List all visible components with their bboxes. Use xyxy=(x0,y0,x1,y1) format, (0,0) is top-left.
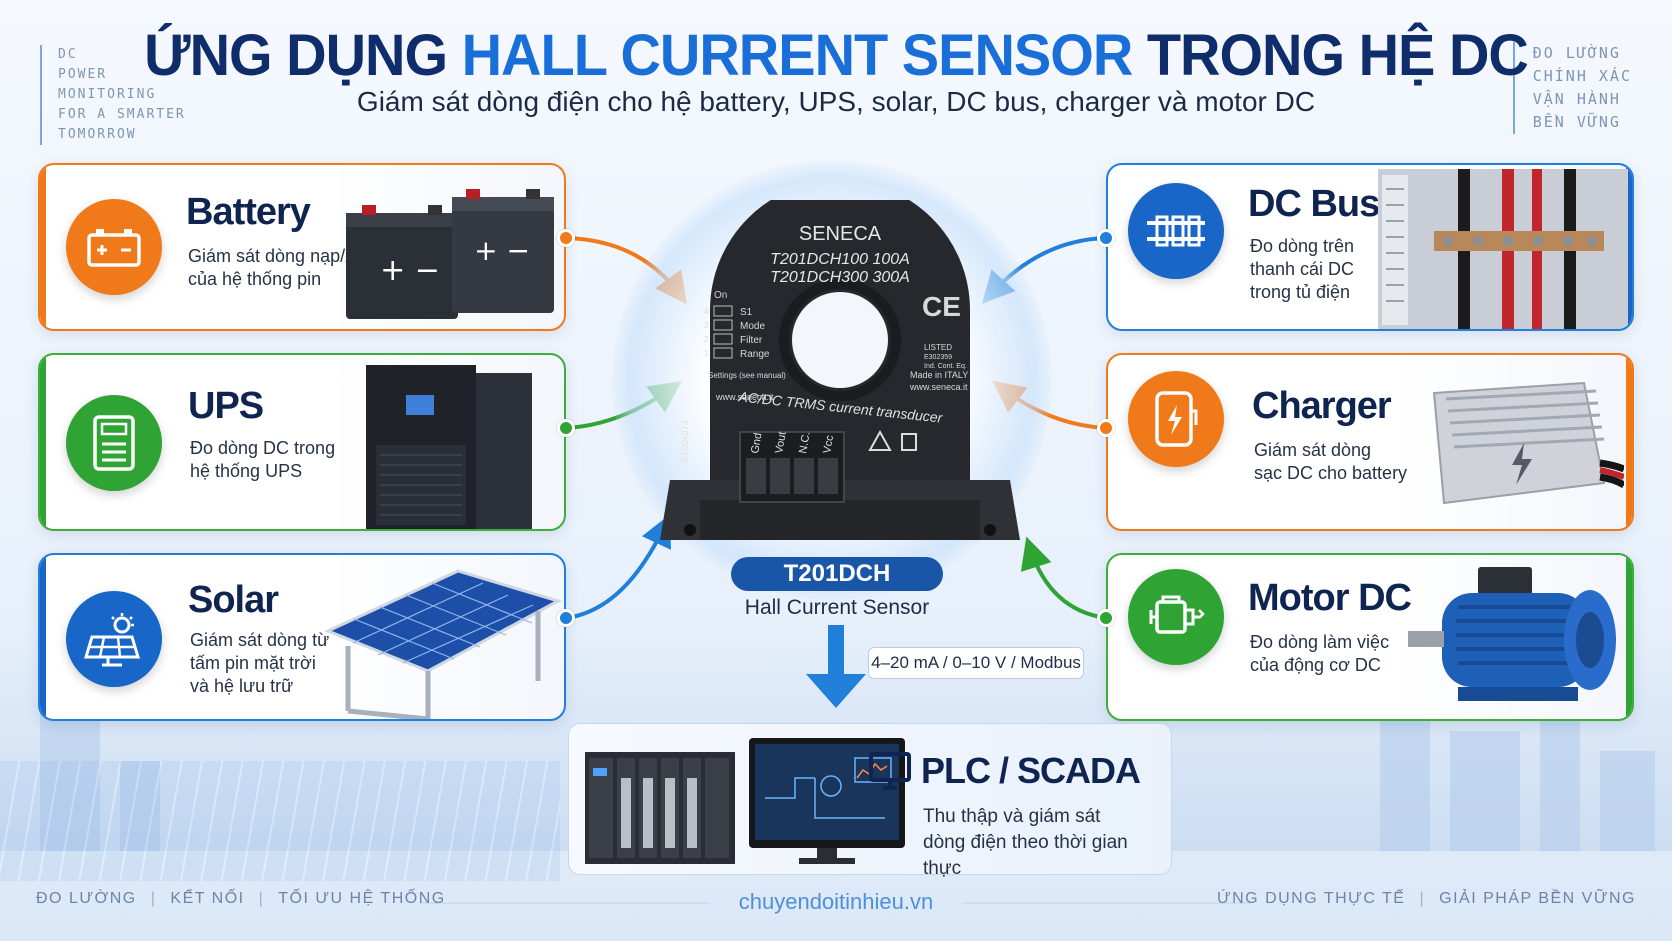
svg-text:Range: Range xyxy=(740,349,770,360)
footer-left: ĐO LƯỜNG|KẾT NỐI|TỐI ƯU HỆ THỐNG xyxy=(36,890,446,907)
motor-illustration xyxy=(1408,567,1616,701)
svg-text:www.seneca.it: www.seneca.it xyxy=(909,382,968,392)
sensor-type-label: Hall Current Sensor xyxy=(744,596,930,619)
connector-dot-ups xyxy=(557,419,575,437)
sensor-model-pill: T201DCH xyxy=(731,557,943,591)
connector-dot-battery xyxy=(557,229,575,247)
connector-dot-solar xyxy=(557,609,575,627)
svg-text:4: 4 xyxy=(704,307,709,316)
monitor-icon xyxy=(869,752,911,790)
solar-panel-icon xyxy=(66,591,162,687)
svg-text:www.seneca.it: www.seneca.it xyxy=(715,392,774,402)
connector-dot-dcbus xyxy=(1097,229,1115,247)
plc-scada-illustration xyxy=(585,738,905,864)
svg-text:T201DCH100 100A: T201DCH100 100A xyxy=(770,251,910,268)
hall-sensor-device: SENECA T201DCH100 100A T201DCH300 300A O… xyxy=(660,200,1020,540)
svg-text:+ −: + − xyxy=(474,234,530,267)
charger-illustration xyxy=(1432,381,1624,505)
connector-dot-motor xyxy=(1097,609,1115,627)
svg-text:S1: S1 xyxy=(740,307,753,318)
busbar-icon xyxy=(1128,183,1224,279)
svg-text:Settings (see manual): Settings (see manual) xyxy=(708,371,786,380)
battery-illustration: + − + − xyxy=(346,189,554,319)
connector-dot-charger xyxy=(1097,419,1115,437)
svg-text:1: 1 xyxy=(704,349,709,358)
signal-output-label: 4–20 mA / 0–10 V / Modbus xyxy=(868,647,1084,679)
svg-text:+ −: + − xyxy=(380,253,440,288)
busbar-panel-illustration xyxy=(1378,169,1628,329)
svg-text:Mode: Mode xyxy=(740,321,765,332)
svg-text:Made in ITALY: Made in ITALY xyxy=(910,370,968,380)
svg-text:T201DCH300 300A: T201DCH300 300A xyxy=(770,269,910,286)
svg-text:CE: CE xyxy=(922,291,961,322)
svg-text:3: 3 xyxy=(704,321,709,330)
svg-text:Filter: Filter xyxy=(740,335,763,346)
svg-text:On: On xyxy=(714,290,727,301)
svg-text:ET004073: ET004073 xyxy=(680,420,690,462)
ups-icon xyxy=(66,395,162,491)
svg-text:Vout: Vout xyxy=(773,431,789,455)
svg-text:Vcc: Vcc xyxy=(821,434,836,455)
page-title: ỨNG DỤNG HALL CURRENT SENSOR TRONG HỆ DC xyxy=(144,21,1529,88)
solar-panel-illustration xyxy=(324,569,562,719)
background-solar-field xyxy=(0,761,560,881)
footer-website-link[interactable]: chuyendoitinhieu.vn xyxy=(738,889,934,914)
motor-icon xyxy=(1128,569,1224,665)
svg-text:Gnd: Gnd xyxy=(749,432,764,455)
footer-right: ỨNG DỤNG THỰC TẾ|GIẢI PHÁP BỀN VỮNG xyxy=(1216,890,1636,907)
page-subtitle: Giám sát dòng điện cho hệ battery, UPS, … xyxy=(356,86,1316,117)
battery-icon xyxy=(66,199,162,295)
svg-text:E302359: E302359 xyxy=(924,354,952,361)
ups-cabinet-illustration xyxy=(366,365,532,529)
charger-icon xyxy=(1128,371,1224,467)
svg-text:LISTED: LISTED xyxy=(924,343,952,352)
svg-text:2: 2 xyxy=(704,335,709,344)
svg-text:Ind. Cont. Eq.: Ind. Cont. Eq. xyxy=(924,363,967,370)
svg-text:SENECA: SENECA xyxy=(799,223,882,245)
svg-text:N.C.: N.C. xyxy=(797,431,813,455)
